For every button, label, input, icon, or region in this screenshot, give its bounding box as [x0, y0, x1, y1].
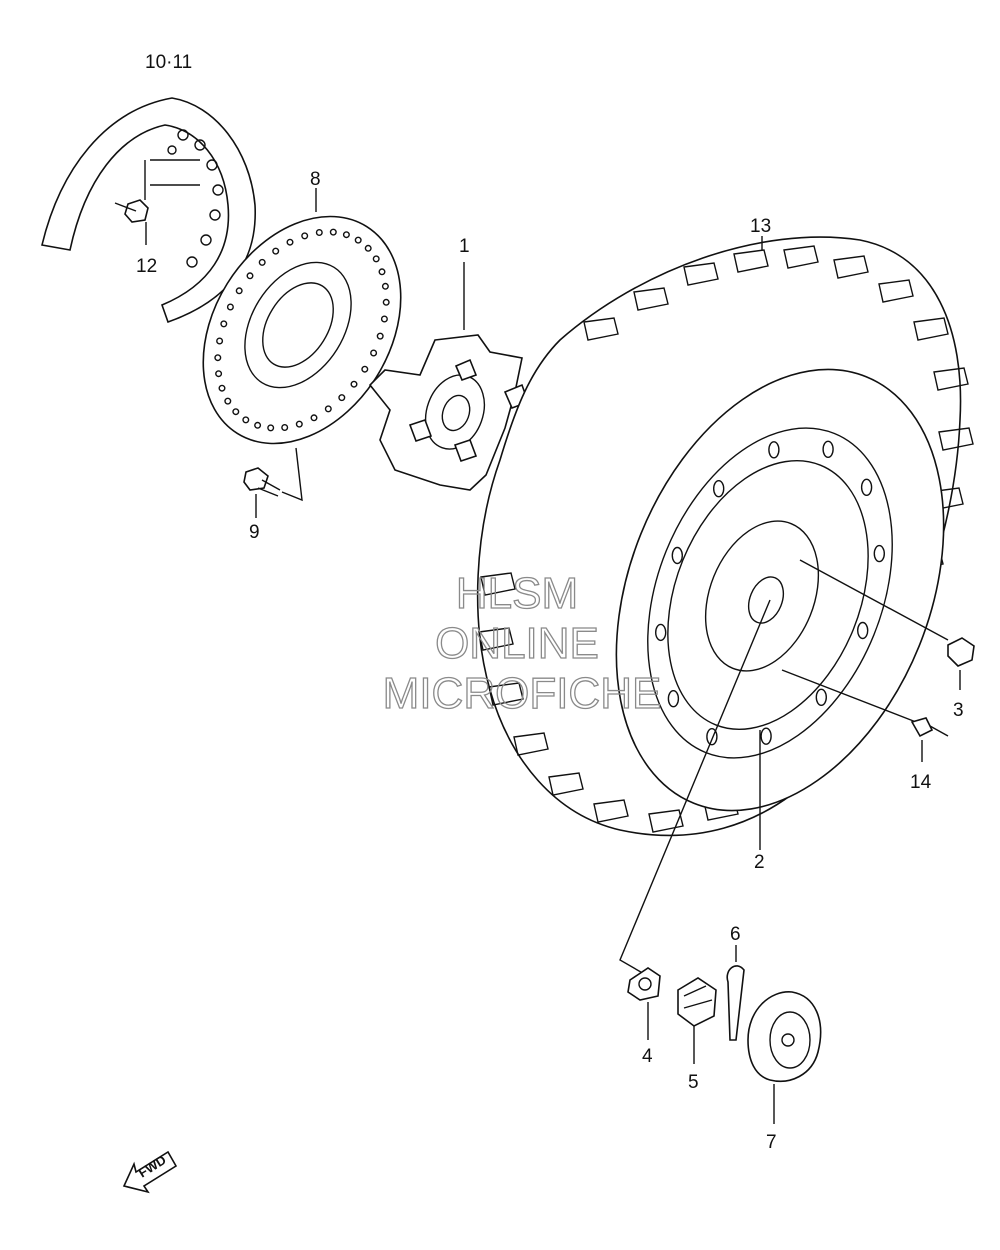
disc-hole: [295, 420, 303, 428]
rim-hole: [655, 623, 667, 642]
disc-hole: [242, 416, 250, 424]
callout-7: 7: [766, 1132, 777, 1153]
disc-hole: [224, 397, 232, 405]
rim-hole: [860, 478, 873, 496]
tread-block: [633, 287, 669, 311]
rim-hole: [768, 441, 780, 459]
rim-hole: [815, 688, 827, 706]
lock-washer-4: [627, 967, 661, 1040]
disc-hole: [382, 298, 390, 306]
watermark-line-3: MICROFICHE: [383, 669, 662, 718]
tread-block: [593, 799, 629, 823]
tread-block: [513, 732, 549, 756]
disc-hole: [370, 349, 378, 357]
disc-hole: [215, 370, 223, 378]
tread-block: [548, 772, 584, 796]
callout-8: 8: [310, 169, 321, 190]
tread-block: [583, 317, 619, 341]
rim-hole: [857, 621, 869, 640]
brake-disc-cover: [41, 97, 256, 324]
disc-hole: [381, 282, 389, 290]
castle-nut-5: [677, 977, 717, 1064]
wheel-nut-3: [947, 637, 975, 690]
disc-hole: [364, 244, 372, 252]
leader-3: [799, 559, 949, 641]
disc-hole: [235, 287, 243, 295]
disc-hole: [281, 424, 289, 432]
disc-hole: [342, 231, 350, 239]
callout-5: 5: [688, 1072, 699, 1093]
disc-hole: [376, 332, 384, 340]
callout-10-11: 10·11: [145, 52, 192, 73]
tread-block: [480, 572, 516, 596]
leader-14: [781, 669, 917, 723]
tread-block: [683, 262, 719, 286]
tread-block: [938, 427, 974, 451]
rim-hole: [706, 728, 718, 746]
tread-block: [783, 245, 819, 269]
disc-hole: [286, 238, 294, 246]
rim-hole: [822, 440, 834, 458]
tread-block: [733, 249, 769, 273]
disc-hole: [361, 365, 369, 373]
rim-hole: [760, 727, 772, 745]
cotter-pin-6: [726, 945, 745, 1041]
brake-disc: [202, 188, 402, 445]
bolt-9: [243, 447, 303, 518]
valve-14: [910, 717, 949, 762]
callout-6: 6: [730, 924, 741, 945]
tread-block: [648, 809, 684, 833]
callout-14: 14: [910, 772, 932, 793]
disc-hole: [214, 354, 222, 362]
rim-hole: [667, 690, 680, 708]
callout-4: 4: [642, 1046, 653, 1067]
bolt-12: [114, 199, 149, 245]
hub-cap-7: [747, 991, 822, 1124]
disc-hole: [272, 247, 280, 255]
callout-13: 13: [750, 216, 771, 237]
disc-hole: [301, 232, 309, 240]
disc-hole: [232, 408, 240, 416]
disc-hole: [254, 421, 262, 429]
disc-hole: [310, 414, 318, 422]
watermark-line-1: HLSM: [456, 569, 578, 618]
tread-block: [833, 255, 869, 279]
callout-1: 1: [459, 236, 470, 257]
rim-hole: [713, 480, 725, 498]
rim-hole: [671, 546, 683, 565]
disc-hole: [218, 384, 226, 392]
disc-hole: [378, 268, 386, 276]
tread-block: [478, 627, 514, 651]
tread-block: [878, 279, 914, 303]
rim-hole: [873, 544, 885, 563]
disc-hole: [329, 228, 337, 236]
disc-hole: [324, 405, 332, 413]
wheel-hub: [368, 262, 530, 491]
disc-hole: [216, 337, 224, 345]
callout-9: 9: [249, 522, 260, 543]
callout-12: 12: [136, 256, 157, 277]
callout-2: 2: [754, 852, 765, 873]
tread-block: [913, 317, 949, 341]
disc-hole: [246, 272, 254, 280]
forward-direction-arrow: FWD: [122, 1150, 178, 1194]
disc-hole: [372, 255, 380, 263]
disc-hole: [315, 228, 323, 236]
leader-4: [619, 599, 771, 976]
disc-hole: [258, 258, 266, 266]
tread-block: [933, 367, 969, 391]
disc-hole: [267, 424, 275, 432]
disc-hole: [354, 236, 362, 244]
callout-3: 3: [953, 700, 964, 721]
disc-hole: [220, 320, 228, 328]
tread-block: [488, 682, 524, 706]
disc-hole: [338, 394, 346, 402]
disc-hole: [380, 315, 388, 323]
watermark-line-2: ONLINE: [435, 619, 599, 668]
disc-hole: [350, 380, 358, 388]
disc-hole: [226, 303, 234, 311]
